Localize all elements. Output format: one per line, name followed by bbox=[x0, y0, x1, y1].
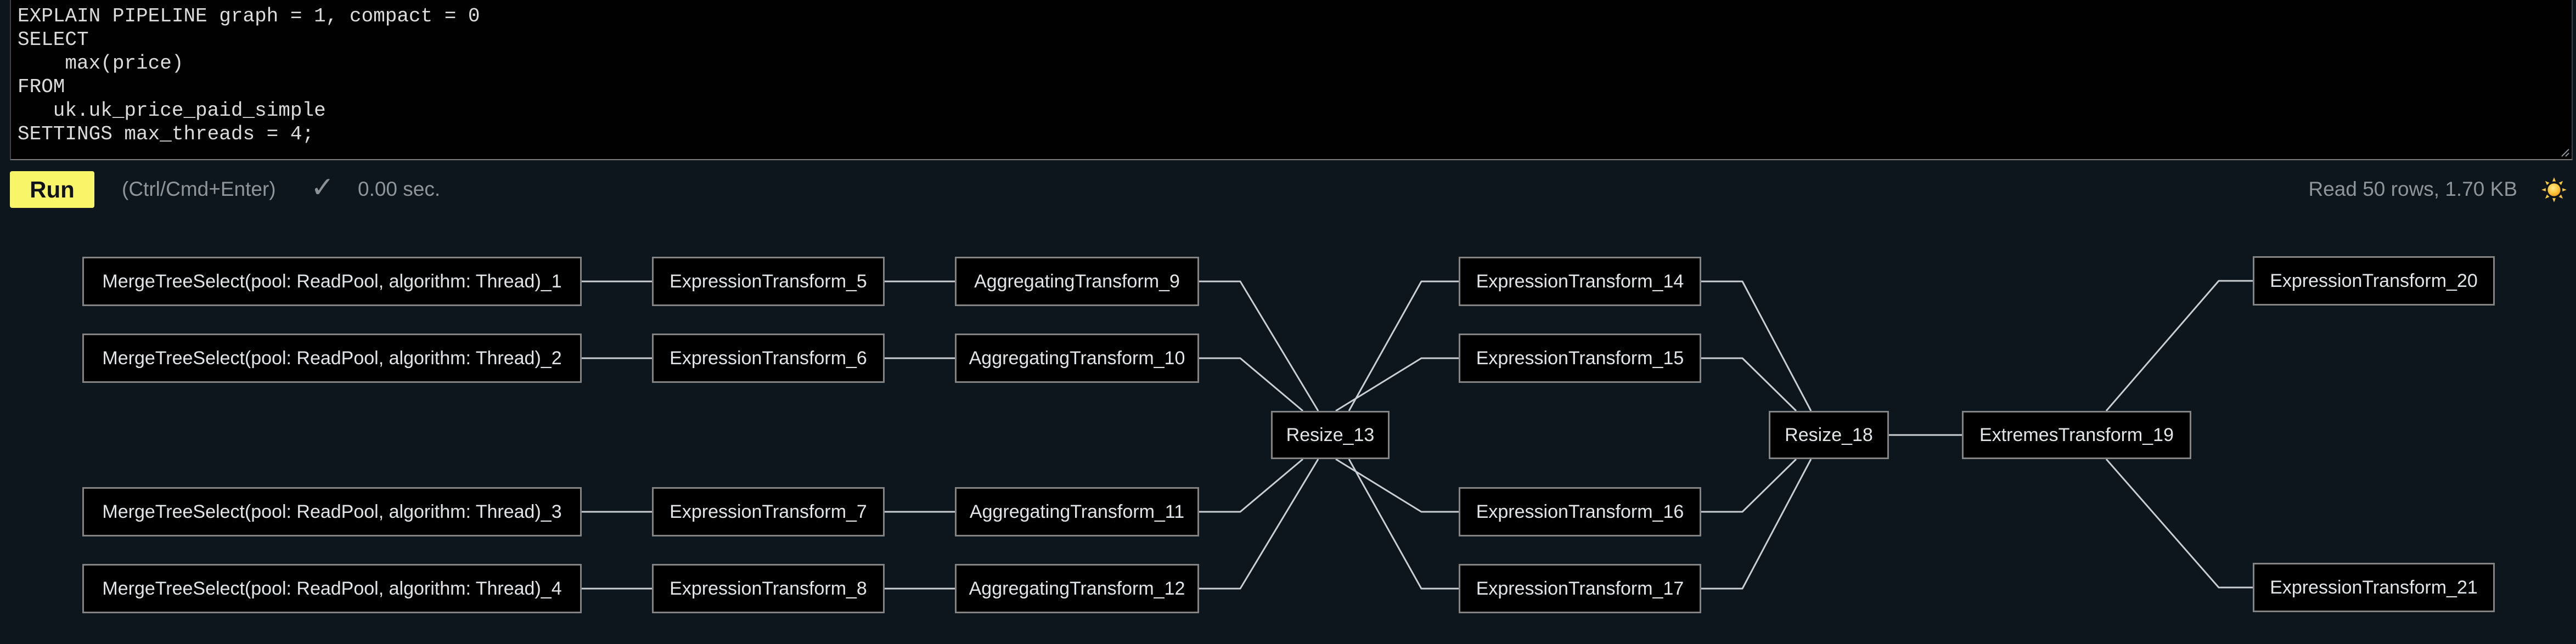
graph-node-expressiontransform-17: ExpressionTransform_17 bbox=[1459, 564, 1701, 613]
sql-editor[interactable]: EXPLAIN PIPELINE graph = 1, compact = 0 … bbox=[10, 0, 2573, 160]
shortcut-hint: (Ctrl/Cmd+Enter) bbox=[122, 178, 276, 200]
graph-node-resize-13: Resize_13 bbox=[1271, 411, 1390, 459]
read-stats: Read 50 rows, 1.70 KB bbox=[2308, 178, 2518, 200]
graph-node-mergetreeselect-4: MergeTreeSelect(pool: ReadPool, algorith… bbox=[82, 564, 582, 613]
graph-node-expressiontransform-7: ExpressionTransform_7 bbox=[652, 487, 885, 536]
graph-node-expressiontransform-15: ExpressionTransform_15 bbox=[1459, 334, 1701, 383]
theme-toggle-sun-icon[interactable] bbox=[2541, 177, 2567, 203]
graph-node-mergetreeselect-2: MergeTreeSelect(pool: ReadPool, algorith… bbox=[82, 334, 582, 383]
graph-node-aggregatingtransform-10: AggregatingTransform_10 bbox=[955, 334, 1199, 383]
graph-node-aggregatingtransform-12: AggregatingTransform_12 bbox=[955, 564, 1199, 613]
graph-node-aggregatingtransform-11: AggregatingTransform_11 bbox=[955, 487, 1199, 536]
graph-node-mergetreeselect-3: MergeTreeSelect(pool: ReadPool, algorith… bbox=[82, 487, 582, 536]
graph-node-expressiontransform-5: ExpressionTransform_5 bbox=[652, 257, 885, 306]
graph-node-expressiontransform-21: ExpressionTransform_21 bbox=[2253, 563, 2495, 612]
sql-line: SETTINGS max_threads = 4; bbox=[18, 123, 314, 145]
sql-line: max(price) bbox=[18, 52, 184, 75]
sql-line: uk.uk_price_paid_simple bbox=[18, 99, 326, 122]
success-check-icon: ✓ bbox=[311, 172, 335, 204]
graph-node-expressiontransform-20: ExpressionTransform_20 bbox=[2253, 256, 2495, 306]
graph-node-extremestransform-19: ExtremesTransform_19 bbox=[1962, 411, 2191, 459]
graph-node-expressiontransform-14: ExpressionTransform_14 bbox=[1459, 257, 1701, 306]
graph-node-expressiontransform-16: ExpressionTransform_16 bbox=[1459, 487, 1701, 536]
graph-node-resize-18: Resize_18 bbox=[1769, 411, 1889, 459]
sql-line: EXPLAIN PIPELINE graph = 1, compact = 0 bbox=[18, 5, 480, 27]
graph-node-expressiontransform-6: ExpressionTransform_6 bbox=[652, 334, 885, 383]
graph-node-aggregatingtransform-9: AggregatingTransform_9 bbox=[955, 257, 1199, 306]
sql-line: SELECT bbox=[18, 29, 89, 51]
textarea-resize-handle-icon[interactable] bbox=[2557, 144, 2570, 157]
sql-line: FROM bbox=[18, 76, 65, 98]
run-button[interactable]: Run bbox=[10, 171, 94, 208]
graph-node-expressiontransform-8: ExpressionTransform_8 bbox=[652, 564, 885, 613]
elapsed-time: 0.00 sec. bbox=[358, 178, 441, 200]
graph-node-mergetreeselect-1: MergeTreeSelect(pool: ReadPool, algorith… bbox=[82, 257, 582, 306]
